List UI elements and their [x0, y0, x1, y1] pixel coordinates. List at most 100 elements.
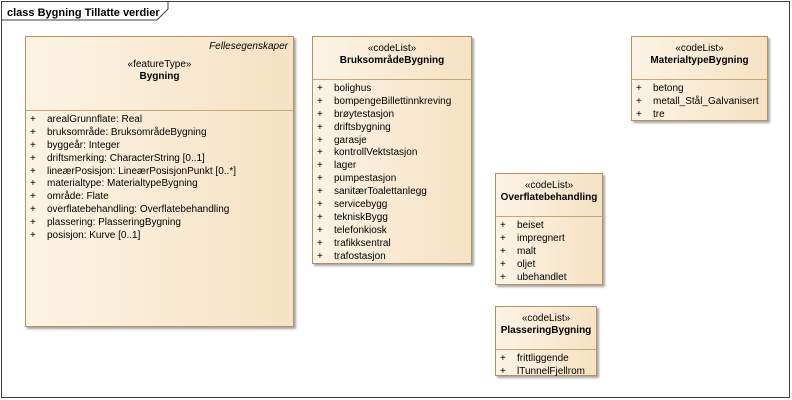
class-plasseringbygning[interactable]: «codeList» PlasseringBygning + frittligge…: [495, 306, 597, 379]
visibility-marker: +: [317, 211, 323, 223]
class-bruksomradebygning[interactable]: «codeList» BruksområdeBygning + bolighus +…: [312, 36, 472, 264]
visibility-marker: +: [317, 199, 323, 211]
attribute-text: arealGrunnflate: Real: [47, 114, 143, 125]
visibility-marker: +: [30, 152, 36, 164]
attribute-row: +impregnert: [496, 233, 602, 246]
attribute-row: +metall_Stål_Galvanisert: [632, 96, 767, 109]
visibility-marker: +: [317, 134, 323, 146]
visibility-marker: +: [500, 365, 506, 377]
visibility-marker: +: [30, 178, 36, 190]
attribute-list: +frittliggende+lTunnelFjellrom: [496, 350, 596, 379]
attribute-row: +område: Flate: [26, 191, 293, 204]
class-separator: [26, 110, 293, 111]
visibility-marker: +: [317, 224, 323, 236]
visibility-marker: +: [500, 245, 506, 257]
attribute-row: + pumpestasjon: [313, 173, 471, 186]
attribute-row: +beiset: [496, 220, 602, 233]
visibility-marker: +: [30, 204, 36, 216]
attribute-text: garasje: [334, 134, 367, 146]
attribute-row: +byggeår: Integer: [26, 140, 293, 153]
visibility-marker: +: [30, 165, 36, 177]
class-separator: [496, 216, 602, 217]
visibility-marker: +: [30, 217, 36, 229]
attribute-text: frittliggende: [517, 353, 569, 364]
class-overflatebehandling[interactable]: «codeList» Overflatebehandling +beiset+i…: [495, 173, 603, 285]
attribute-text: oljet: [517, 258, 536, 270]
attribute-text: materialtype: MaterialtypeBygning: [47, 178, 198, 190]
class-stereotype: «codeList»: [675, 43, 724, 54]
visibility-marker: +: [636, 83, 642, 94]
attribute-text: bompengeBillettinnkreving: [334, 95, 452, 107]
visibility-marker: +: [317, 95, 323, 107]
attribute-text: plassering: PlasseringBygning: [47, 217, 181, 229]
attribute-text: pumpestasjon: [334, 173, 397, 185]
attribute-row: +driftsbygning: [313, 122, 471, 135]
visibility-marker: +: [30, 230, 36, 242]
class-name: MaterialtypeBygning: [650, 55, 749, 66]
visibility-marker: +: [500, 232, 506, 244]
attribute-text: servicebygg: [334, 199, 388, 211]
visibility-marker: +: [317, 147, 323, 159]
attribute-row: +sanitærToalettanlegg: [313, 186, 471, 199]
visibility-marker: +: [500, 271, 506, 283]
class-header: «codeList» BruksområdeBygning: [313, 43, 471, 79]
class-name: Bygning: [139, 71, 180, 82]
attribute-text: metall_Stål_Galvanisert: [653, 95, 759, 107]
visibility-marker: +: [500, 258, 506, 270]
attribute-row: + garasje: [313, 135, 471, 148]
attribute-row: + trafikksentral: [313, 238, 471, 251]
attribute-row: + oljet: [496, 259, 602, 272]
attribute-row: + brøytestasjon: [313, 109, 471, 122]
visibility-marker: +: [317, 237, 323, 249]
visibility-marker: +: [317, 160, 323, 172]
visibility-marker: +: [636, 108, 642, 120]
attribute-list: +betong+metall_Stål_Galvanisert+tre: [632, 80, 767, 122]
attribute-row: + materialtype: MaterialtypeBygning: [26, 178, 293, 191]
attribute-text: trafikksentral: [334, 237, 391, 249]
visibility-marker: +: [30, 139, 36, 151]
class-bygning[interactable]: Fellesegenskaper «featureType» Bygning +…: [25, 36, 294, 327]
attribute-text: bolighus: [334, 83, 372, 94]
attribute-text: driftsmerking: CharacterString [0..1]: [47, 152, 205, 164]
class-header: «featureType» Bygning: [26, 59, 293, 110]
attribute-row: +overflatebehandling: Overflatebehandlin…: [26, 204, 293, 217]
class-stereotype: «codeList»: [367, 43, 417, 54]
attribute-text: sanitærToalettanlegg: [334, 186, 427, 198]
attribute-row: + bompengeBillettinnkreving: [313, 96, 471, 109]
attribute-row: +tre: [632, 109, 767, 122]
attribute-row: +posisjon: Kurve [0..1]: [26, 230, 293, 243]
visibility-marker: +: [317, 108, 323, 120]
visibility-marker: +: [500, 220, 506, 231]
class-header: «codeList» PlasseringBygning: [496, 313, 596, 349]
class-header: «codeList» MaterialtypeBygning: [632, 43, 767, 79]
attribute-text: kontrollVektstasjon: [334, 147, 418, 159]
attribute-row: +malt: [496, 246, 602, 259]
visibility-marker: +: [317, 173, 323, 185]
class-header: «codeList» Overflatebehandling: [496, 180, 602, 216]
attribute-text: lineærPosisjon: LineærPosisjonPunkt [0..…: [47, 165, 236, 177]
attribute-row: + lineærPosisjon: LineærPosisjonPunkt [0.…: [26, 166, 293, 179]
class-name: Overflatebehandling: [500, 192, 598, 203]
class-separator: [632, 79, 767, 80]
attribute-row: +ubehandlet: [496, 272, 602, 285]
attribute-text: betong: [653, 83, 684, 94]
class-separator: [496, 349, 596, 350]
attribute-text: driftsbygning: [334, 121, 391, 133]
class-name: PlasseringBygning: [500, 325, 592, 336]
visibility-marker: +: [30, 191, 36, 203]
class-stereotype: «codeList»: [521, 313, 571, 324]
attribute-row: +arealGrunnflate: Real: [26, 114, 293, 127]
class-materialtypebygning[interactable]: «codeList» MaterialtypeBygning +betong+m…: [631, 36, 768, 121]
class-stereotype: «featureType»: [127, 59, 192, 70]
class-tag: Fellesegenskaper: [209, 41, 288, 52]
attribute-text: telefonkiosk: [334, 224, 387, 236]
attribute-row: +tekniskBygg: [313, 212, 471, 225]
attribute-row: + driftsmerking: CharacterString [0..1]: [26, 153, 293, 166]
attribute-text: brøytestasjon: [334, 108, 395, 120]
visibility-marker: +: [30, 126, 36, 138]
class-separator: [313, 79, 471, 80]
attribute-row: + plassering: PlasseringBygning: [26, 217, 293, 230]
attribute-text: lTunnelFjellrom: [517, 365, 585, 377]
attribute-list: + bolighus + bompengeBillettinnkreving + brøy…: [313, 80, 471, 263]
